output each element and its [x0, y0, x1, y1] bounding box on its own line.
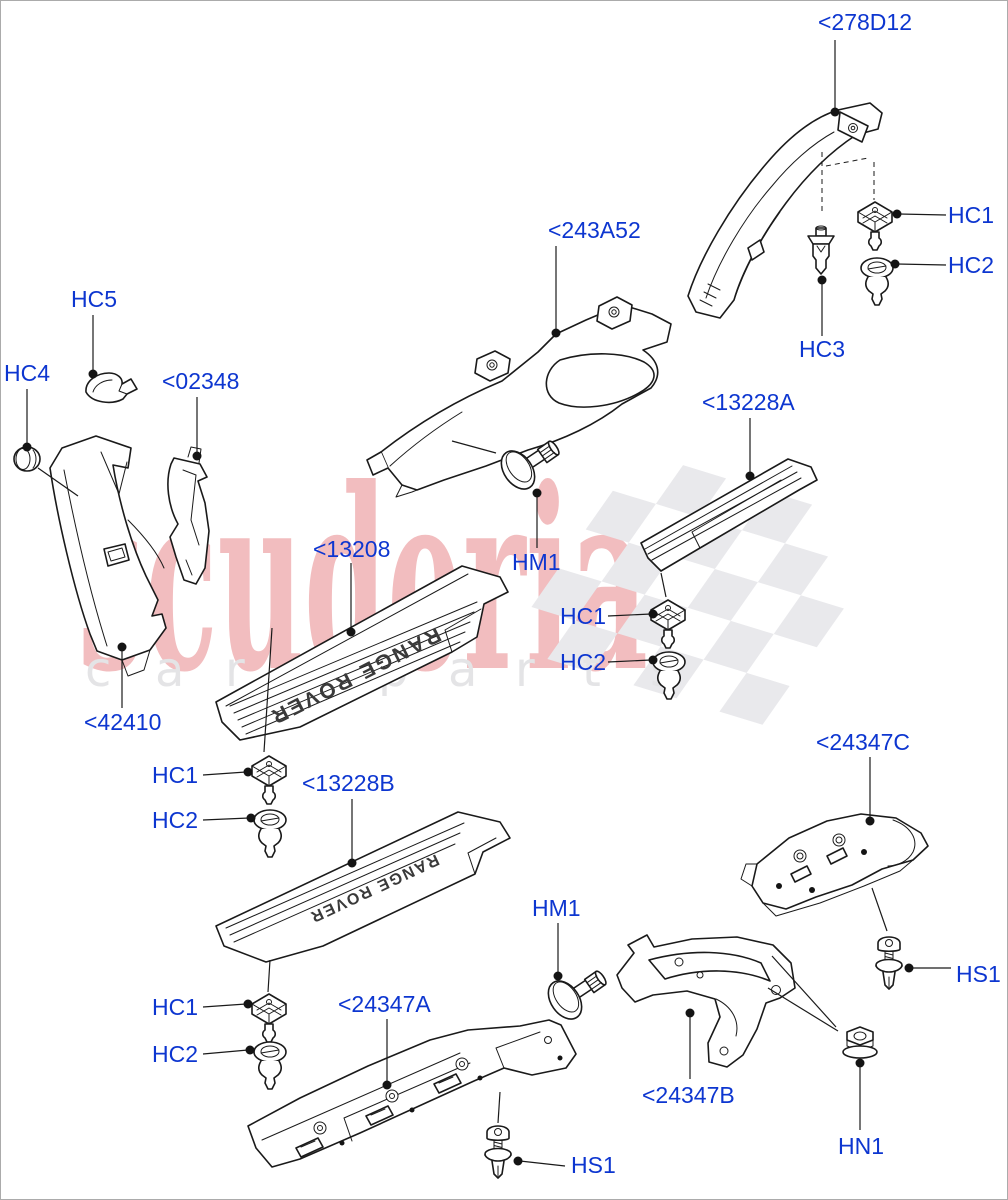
screw-hs1-a	[875, 936, 903, 990]
label-HN1[interactable]: HN1	[838, 1133, 884, 1159]
label-HC1-c[interactable]: HC1	[152, 762, 198, 788]
flag-cell	[687, 568, 758, 621]
label-HS1-b[interactable]: HS1	[571, 1152, 616, 1178]
label-HC4[interactable]: HC4	[4, 360, 50, 386]
clip-hc1-d	[251, 993, 287, 1043]
flag-cell	[719, 672, 790, 725]
part-bpillar-trim-243a52	[366, 296, 672, 498]
label-HC1-a[interactable]: HC1	[948, 202, 994, 228]
flag-cell	[585, 490, 656, 543]
flag-cell	[741, 491, 813, 544]
label-HC3[interactable]: HC3	[799, 336, 845, 362]
part-sill-plate-13228a	[640, 458, 818, 572]
part-apillar-trim-278d12	[687, 102, 883, 319]
label-HC2-d[interactable]: HC2	[152, 1041, 198, 1067]
label-13208[interactable]: <13208	[313, 536, 390, 562]
label-HC2-b[interactable]: HC2	[560, 649, 606, 675]
label-02348[interactable]: <02348	[162, 368, 239, 394]
pin-hm1-b	[540, 968, 609, 1027]
label-13228A[interactable]: <13228A	[702, 389, 795, 415]
label-HS1-a[interactable]: HS1	[956, 961, 1001, 987]
label-24347B[interactable]: <24347B	[642, 1082, 735, 1108]
label-HM1-b[interactable]: HM1	[532, 895, 581, 921]
flag-cell	[773, 595, 844, 648]
grommet-hc2-c	[253, 809, 287, 858]
pin-hc3	[807, 225, 835, 275]
grommet-hc2-a	[860, 257, 894, 306]
screw-hs1-b	[484, 1125, 512, 1179]
part-plate-24347a	[247, 1019, 577, 1168]
label-243A52[interactable]: <243A52	[548, 217, 641, 243]
label-24347A[interactable]: <24347A	[338, 991, 431, 1017]
watermark-letter: a	[155, 642, 184, 698]
grommet-hc2-d	[253, 1041, 287, 1090]
flag-cell	[547, 620, 618, 673]
watermark-letter: t	[582, 642, 601, 698]
flag-cell	[655, 465, 727, 518]
label-HC2-a[interactable]: HC2	[948, 252, 994, 278]
watermark-letter: r	[515, 642, 535, 698]
nut-hn1	[842, 1026, 878, 1059]
labels-layer: <278D12 HC1 HC2 HC3 <243A52 HC5 HC4 <023…	[4, 9, 1001, 1178]
label-24347C[interactable]: <24347C	[816, 729, 910, 755]
part-bracket-24347c	[740, 813, 929, 917]
label-42410[interactable]: <42410	[84, 709, 161, 735]
part-cowl-side-trim-42410	[49, 435, 167, 677]
flag-cell	[531, 568, 602, 621]
label-HC1-b[interactable]: HC1	[560, 603, 606, 629]
part-bracket-24347b	[616, 934, 796, 1068]
label-278D12[interactable]: <278D12	[818, 9, 912, 35]
clip-hc1-c	[251, 755, 287, 805]
label-HC1-d[interactable]: HC1	[152, 994, 198, 1020]
leader-lines	[22, 40, 951, 1167]
label-13228B[interactable]: <13228B	[302, 770, 395, 796]
watermark-letter: r	[225, 642, 245, 698]
clip-hc1-a	[857, 201, 893, 251]
label-HC5[interactable]: HC5	[71, 286, 117, 312]
flag-cell	[703, 620, 774, 673]
flag-cell	[757, 543, 829, 596]
label-HM1-a[interactable]: HM1	[512, 549, 561, 575]
label-HC2-c[interactable]: HC2	[152, 807, 198, 833]
